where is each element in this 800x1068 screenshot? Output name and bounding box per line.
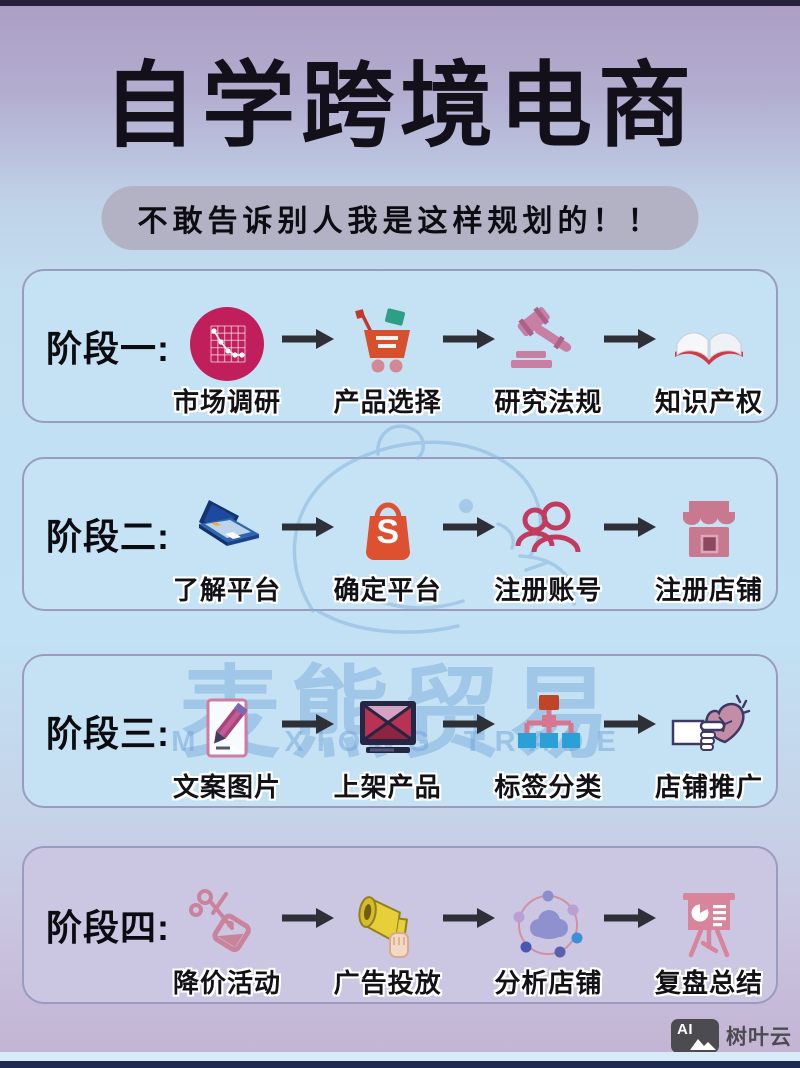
pencil-paper-icon bbox=[184, 686, 270, 772]
monitor-icon bbox=[345, 686, 431, 772]
arrow-right-icon bbox=[280, 328, 335, 350]
arrow-right-icon bbox=[441, 713, 496, 735]
stage-1-label: 阶段一: bbox=[46, 328, 170, 369]
mountain-icon bbox=[690, 1039, 716, 1050]
step-learn-platforms: 了解平台 bbox=[173, 455, 282, 614]
arrow-right-icon bbox=[280, 907, 335, 929]
step-tag-classification: 标签分类 bbox=[494, 652, 603, 811]
storefront-icon bbox=[666, 489, 752, 575]
step-analyze-store: 分析店铺 bbox=[494, 844, 603, 1007]
stage-1-box: 阶段一: 市场调研 产品选择 研究法规 知识产权 bbox=[22, 269, 778, 423]
arrow-right-icon bbox=[601, 328, 656, 350]
ai-image-badge-icon: AI bbox=[671, 1019, 719, 1053]
user-accounts-icon bbox=[505, 489, 591, 575]
step-name: 了解平台 bbox=[173, 574, 282, 605]
arrow-right-icon bbox=[601, 907, 656, 929]
cloud-network-icon bbox=[505, 882, 591, 968]
arrow-right-icon bbox=[601, 713, 656, 735]
hand-heart-icon bbox=[666, 686, 752, 772]
shopee-bag-icon: S bbox=[345, 489, 431, 575]
step-review-summary: 复盘总结 bbox=[655, 844, 764, 1007]
step-ad-campaigns: 广告投放 bbox=[333, 844, 442, 1007]
stage-3-box: 阶段三: 文案图片 上架产品 标签分类 店铺推广 bbox=[22, 654, 778, 808]
stage-2-label: 阶段二: bbox=[46, 516, 170, 557]
step-market-research: 市场调研 bbox=[173, 267, 282, 426]
ai-badge-text: AI bbox=[677, 1021, 693, 1038]
step-register-account: 注册账号 bbox=[494, 455, 603, 614]
page-title: 自学跨境电商 bbox=[103, 56, 697, 159]
step-name: 降价活动 bbox=[173, 967, 282, 998]
step-product-selection: 产品选择 bbox=[333, 267, 442, 426]
arrow-right-icon bbox=[280, 516, 335, 538]
step-name: 注册账号 bbox=[494, 574, 603, 605]
step-name: 复盘总结 bbox=[655, 967, 764, 998]
scissors-price-tag-icon bbox=[184, 882, 270, 968]
step-store-promotion: 店铺推广 bbox=[655, 652, 764, 811]
gavel-icon bbox=[505, 301, 591, 387]
stage-3-label: 阶段三: bbox=[46, 713, 170, 754]
shopping-cart-icon bbox=[345, 301, 431, 387]
stage-4-box: 阶段四: 降价活动 广告投放 分析店铺 复盘总结 bbox=[22, 846, 778, 1004]
arrow-right-icon bbox=[441, 907, 496, 929]
top-edge-strip bbox=[0, 0, 800, 6]
step-copy-and-images: 文案图片 bbox=[173, 652, 282, 811]
brand-name: 树叶云 bbox=[726, 1026, 792, 1049]
presentation-board-icon bbox=[666, 882, 752, 968]
open-book-icon bbox=[666, 301, 752, 387]
site-credit: AI 树叶云 bbox=[671, 1019, 792, 1053]
step-intellectual-property: 知识产权 bbox=[655, 267, 764, 426]
stage-4-label: 阶段四: bbox=[46, 907, 170, 948]
step-choose-platform: S 确定平台 bbox=[333, 455, 442, 614]
step-name: 广告投放 bbox=[333, 967, 442, 998]
bottom-light-strip bbox=[0, 1052, 800, 1062]
bottom-edge-strip bbox=[0, 1061, 800, 1068]
arrow-right-icon bbox=[280, 713, 335, 735]
arrow-right-icon bbox=[441, 516, 496, 538]
step-name: 上架产品 bbox=[333, 771, 442, 802]
step-name: 产品选择 bbox=[333, 386, 442, 417]
subtitle-pill: 不敢告诉别人我是这样规划的！！ bbox=[101, 186, 699, 250]
step-name: 确定平台 bbox=[333, 574, 442, 605]
arrow-right-icon bbox=[441, 328, 496, 350]
step-discount-events: 降价活动 bbox=[173, 844, 282, 1007]
step-name: 标签分类 bbox=[494, 771, 603, 802]
arrow-right-icon bbox=[601, 516, 656, 538]
step-name: 文案图片 bbox=[173, 771, 282, 802]
market-chart-icon bbox=[184, 301, 270, 387]
step-research-regulations: 研究法规 bbox=[494, 267, 603, 426]
megaphone-icon bbox=[345, 882, 431, 968]
step-register-store: 注册店铺 bbox=[655, 455, 764, 614]
step-list-products: 上架产品 bbox=[333, 652, 442, 811]
step-name: 研究法规 bbox=[494, 386, 603, 417]
stage-2-box: 阶段二: 了解平台 S 确定平台 注册账号 注册店铺 bbox=[22, 457, 778, 611]
step-name: 分析店铺 bbox=[494, 967, 603, 998]
laptop-icon bbox=[184, 489, 270, 575]
step-name: 知识产权 bbox=[655, 386, 764, 417]
category-tree-icon bbox=[505, 686, 591, 772]
step-name: 市场调研 bbox=[173, 386, 282, 417]
step-name: 注册店铺 bbox=[655, 574, 764, 605]
step-name: 店铺推广 bbox=[655, 771, 764, 802]
